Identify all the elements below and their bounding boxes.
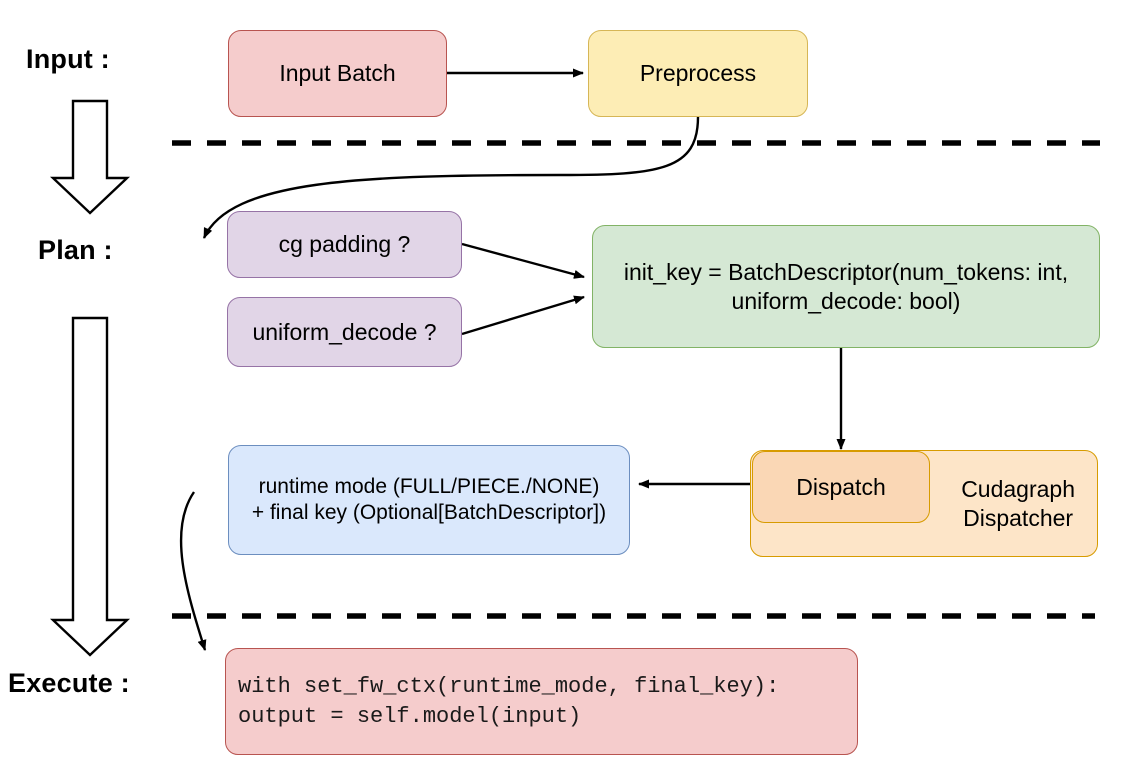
node-cg-padding[interactable]: cg padding ? — [227, 211, 462, 278]
node-init-key-label: init_key = BatchDescriptor(num_tokens: i… — [623, 259, 1069, 314]
node-uniform-decode-label: uniform_decode ? — [252, 318, 437, 345]
node-cg-padding-label: cg padding ? — [278, 231, 411, 258]
node-execute-code[interactable]: with set_fw_ctx(runtime_mode, final_key)… — [225, 648, 858, 755]
node-uniform-decode[interactable]: uniform_decode ? — [227, 297, 462, 367]
node-execute-code-label: with set_fw_ctx(runtime_mode, final_key)… — [238, 674, 780, 729]
input-to-plan-arrow — [49, 99, 131, 215]
node-preprocess[interactable]: Preprocess — [588, 30, 808, 117]
node-input-batch[interactable]: Input Batch — [228, 30, 447, 117]
node-cudagraph-dispatcher-label: Cudagraph Dispatcher — [961, 476, 1075, 531]
node-input-batch-label: Input Batch — [279, 60, 396, 87]
stage-label-plan: Plan : — [38, 235, 113, 265]
node-dispatch-label: Dispatch — [796, 473, 886, 500]
node-preprocess-label: Preprocess — [639, 60, 757, 87]
arrow-cg-padding-to-init-key — [461, 242, 585, 279]
stage-label-input: Input : — [26, 44, 110, 74]
node-runtime-mode-label: runtime mode (FULL/PIECE./NONE) + final … — [251, 475, 607, 524]
node-dispatch[interactable]: Dispatch — [752, 451, 930, 523]
plan-to-execute-arrow — [49, 316, 131, 657]
arrow-runtime-mode-to-execute-code — [179, 491, 207, 651]
stage-label-execute: Execute : — [8, 668, 130, 698]
node-runtime-mode[interactable]: runtime mode (FULL/PIECE./NONE) + final … — [228, 445, 630, 555]
arrow-uniform-decode-to-init-key — [461, 295, 585, 336]
node-init-key[interactable]: init_key = BatchDescriptor(num_tokens: i… — [592, 225, 1100, 348]
